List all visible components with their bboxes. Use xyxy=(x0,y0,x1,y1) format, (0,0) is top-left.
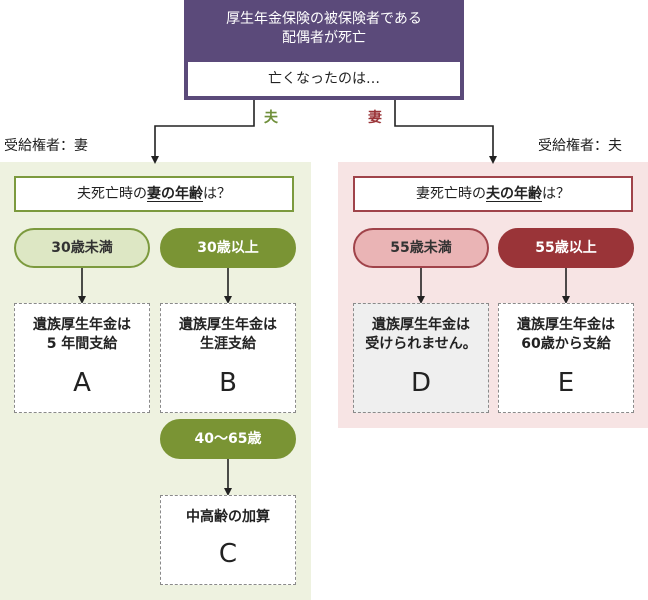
pill-age-40-65: 40～65歳 xyxy=(160,419,296,459)
question-husband-age-prefix: 妻死亡時の xyxy=(416,186,486,202)
pill-under-55: 55歳未満 xyxy=(353,228,489,268)
result-box-b: 遺族厚生年金は 生涯支給 B xyxy=(160,303,296,413)
grantee-left-label: 受給権者：妻 xyxy=(4,138,88,154)
connector-to-husband-branch xyxy=(151,100,255,164)
question-husband-age-suffix: は？ xyxy=(542,186,570,202)
result-d-letter: D xyxy=(410,368,432,398)
result-a-line1: 遺族厚生年金は xyxy=(33,317,131,333)
question-wife-age-suffix: は？ xyxy=(203,186,231,202)
result-b-line1: 遺族厚生年金は xyxy=(179,317,277,333)
result-b-line2: 生涯支給 xyxy=(200,336,256,352)
result-c-text: 中高齢の加算 xyxy=(186,509,270,525)
result-c-letter: C xyxy=(218,539,238,569)
pill-under-30: 30歳未満 xyxy=(14,228,150,268)
result-a-text: 遺族厚生年金は 5 年間支給 xyxy=(15,316,149,354)
question-wife-age-prefix: 夫死亡時の xyxy=(77,186,147,202)
pill-over-30: 30歳以上 xyxy=(160,228,296,268)
result-b-text: 遺族厚生年金は 生涯支給 xyxy=(161,316,295,354)
question-wife-age-emphasis: 妻の年齢 xyxy=(147,186,203,202)
result-b-letter: B xyxy=(219,368,237,398)
result-d-line2: 受けられません。 xyxy=(365,336,477,352)
branch-label-husband: 夫 xyxy=(264,110,278,126)
result-box-e: 遺族厚生年金は 60歳から支給 E xyxy=(498,303,634,413)
header-title: 厚生年金保険の被保険者である 配偶者が死亡 xyxy=(186,10,462,48)
result-e-letter: E xyxy=(557,368,575,398)
pill-over-55: 55歳以上 xyxy=(498,228,634,268)
header-subtitle: 亡くなったのは… xyxy=(188,62,460,96)
question-husband-age-emphasis: 夫の年齢 xyxy=(486,186,542,202)
result-a-line2: 5 年間支給 xyxy=(46,336,118,352)
grantee-right-label: 受給権者：夫 xyxy=(538,138,622,154)
result-a-letter: A xyxy=(73,368,91,398)
result-e-line1: 遺族厚生年金は xyxy=(517,317,615,333)
question-wife-age: 夫死亡時の妻の年齢は？ xyxy=(14,176,294,212)
connector-to-wife-branch xyxy=(394,100,497,164)
result-box-c: 中高齢の加算 C xyxy=(160,495,296,585)
question-husband-age: 妻死亡時の夫の年齢は？ xyxy=(353,176,633,212)
header-title-line2: 配偶者が死亡 xyxy=(282,30,366,46)
result-d-line1: 遺族厚生年金は xyxy=(372,317,470,333)
result-e-line2: 60歳から支給 xyxy=(521,336,611,352)
branch-label-wife: 妻 xyxy=(368,110,382,126)
result-box-d: 遺族厚生年金は 受けられません。 D xyxy=(353,303,489,413)
header-title-line1: 厚生年金保険の被保険者である xyxy=(226,11,422,27)
result-e-text: 遺族厚生年金は 60歳から支給 xyxy=(499,316,633,354)
result-d-text: 遺族厚生年金は 受けられません。 xyxy=(354,316,488,354)
result-box-a: 遺族厚生年金は 5 年間支給 A xyxy=(14,303,150,413)
